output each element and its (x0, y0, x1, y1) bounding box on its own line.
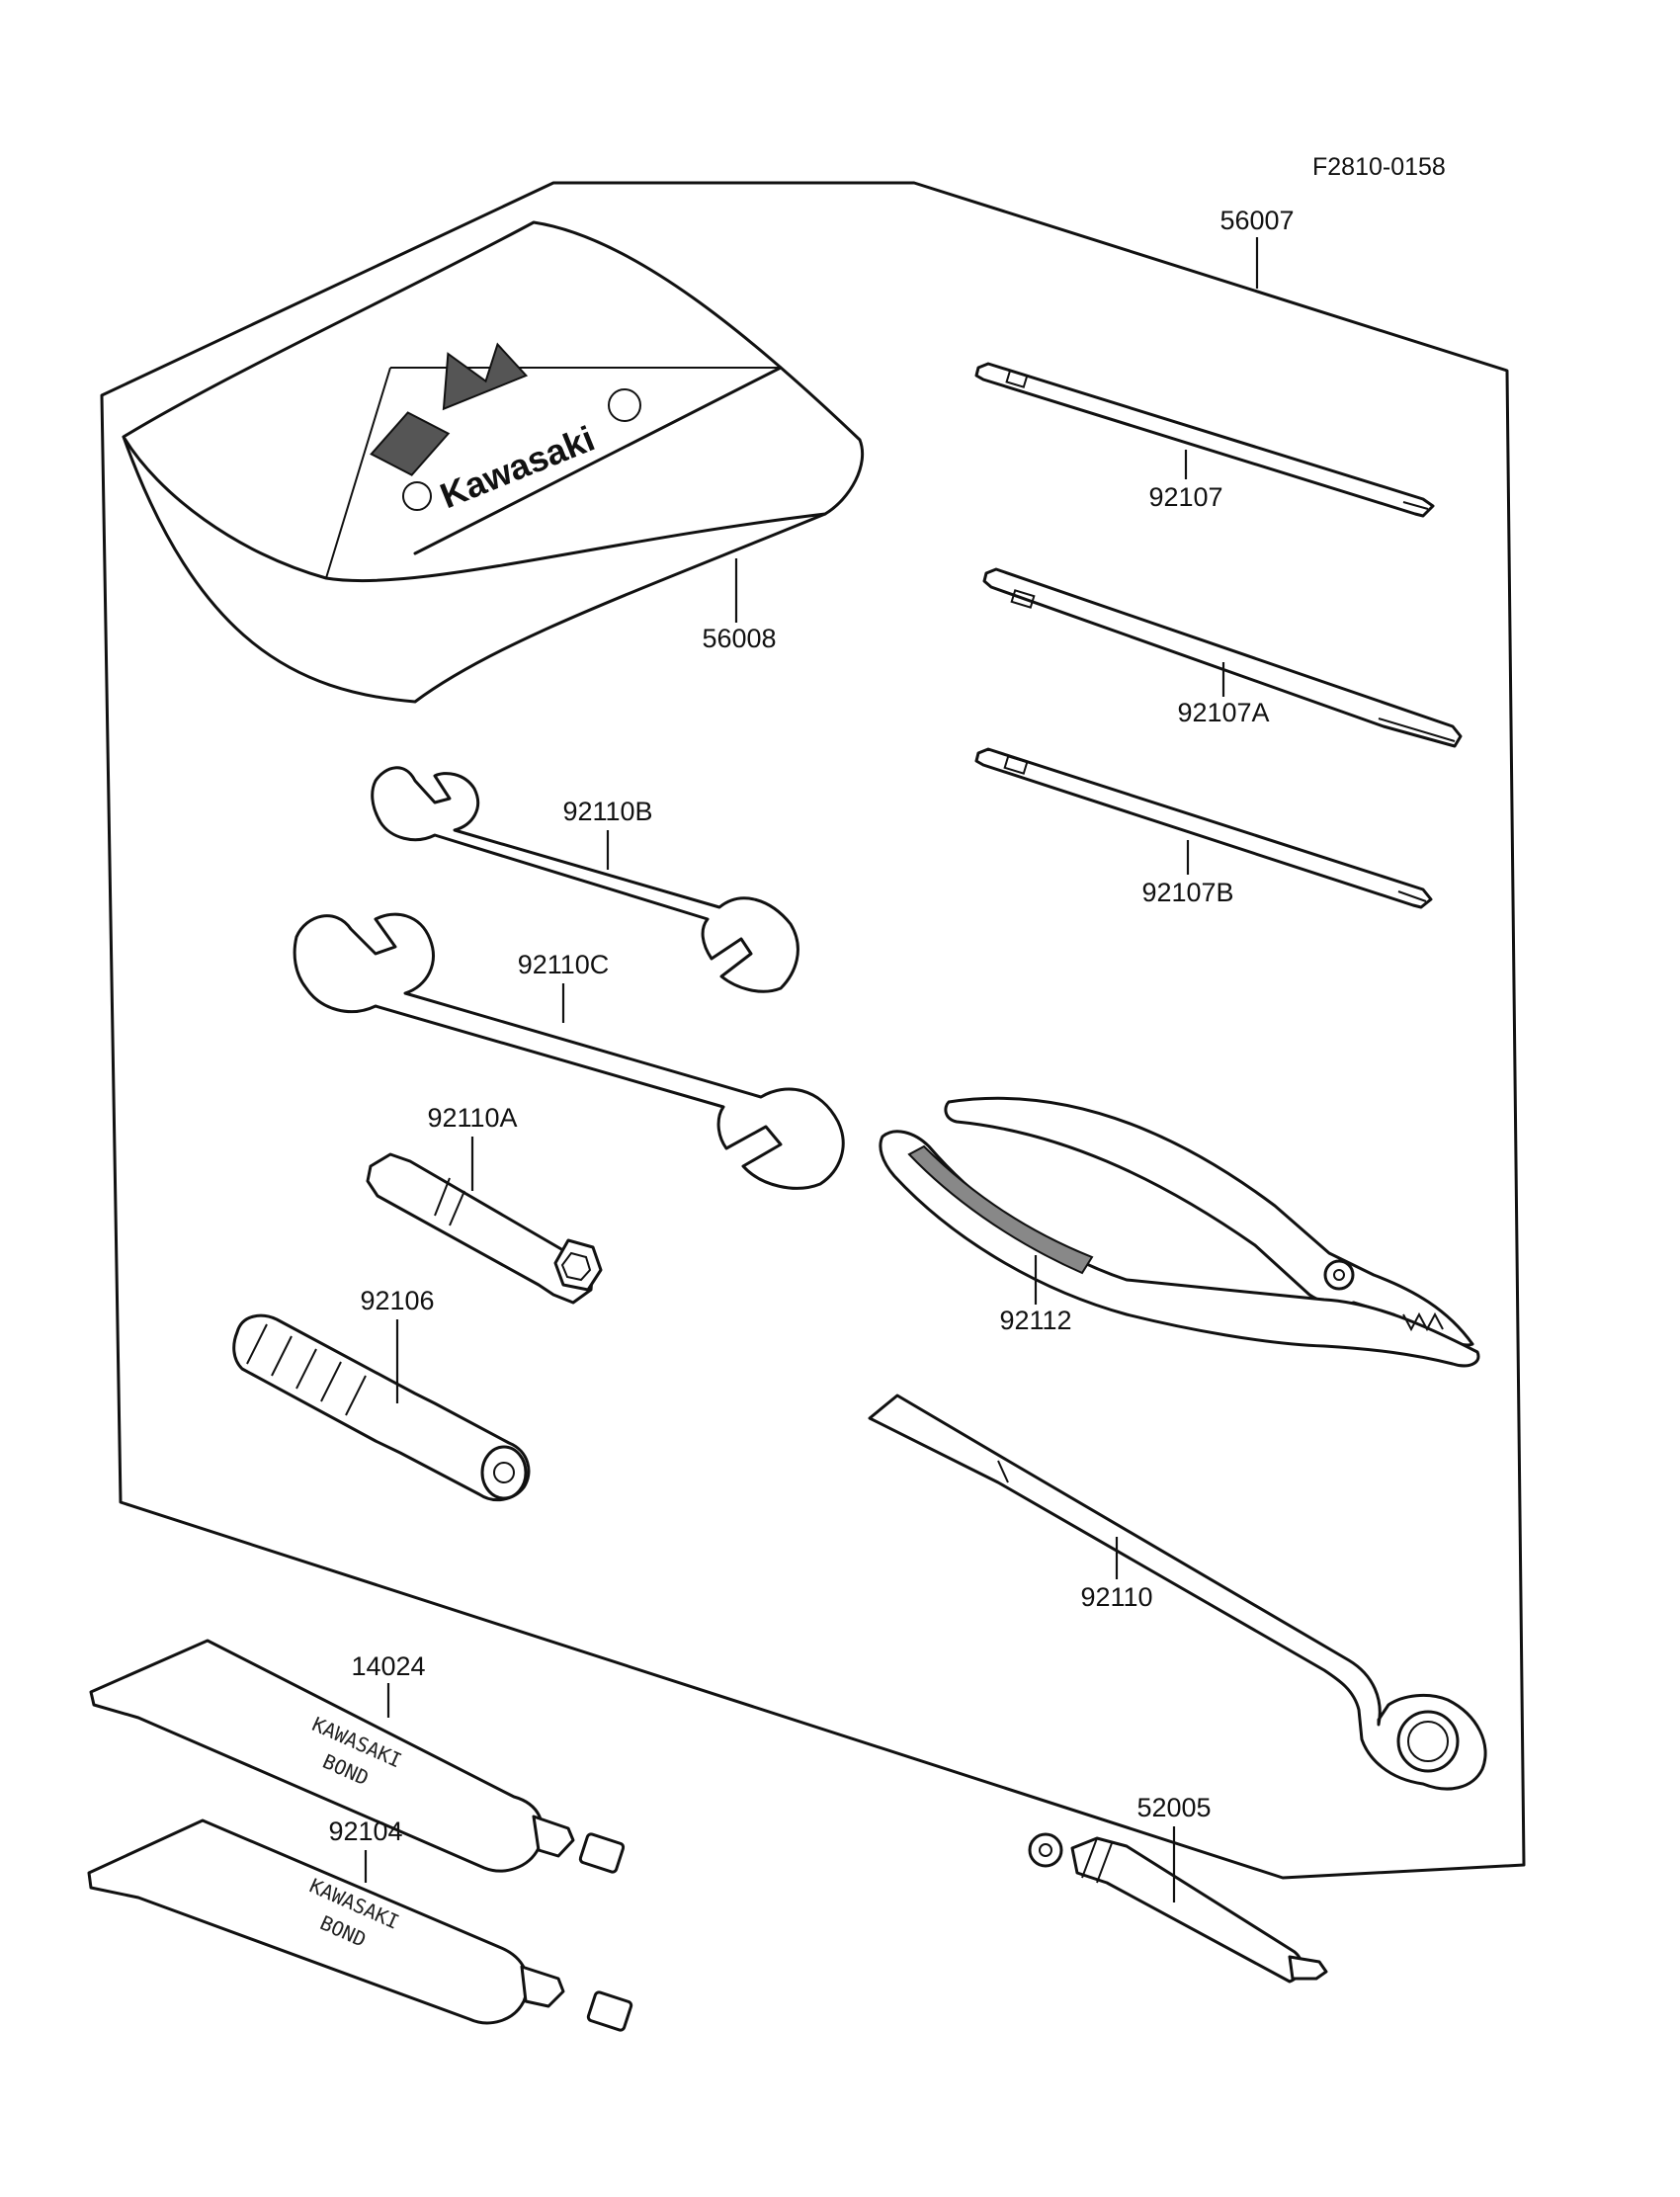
label-92106[interactable]: 92106 (360, 1286, 434, 1315)
tube-14024[interactable]: KAWASAKI BOND (89, 1639, 626, 1874)
label-92110c[interactable]: 92110C (518, 950, 610, 979)
gauge-52005[interactable] (1028, 1832, 1328, 1984)
label-92110a[interactable]: 92110A (427, 1103, 517, 1133)
screwdriver-92107[interactable] (974, 362, 1435, 518)
label-92110b[interactable]: 92110B (562, 797, 652, 826)
label-92107b[interactable]: 92107B (1141, 878, 1233, 907)
label-56008[interactable]: 56008 (702, 624, 776, 653)
label-92112[interactable]: 92112 (999, 1306, 1071, 1335)
screwdriver-92107a[interactable] (982, 567, 1463, 748)
handle-92106[interactable] (232, 1313, 531, 1502)
wrench-92110b[interactable] (371, 766, 799, 993)
tube-92104[interactable]: KAWASAKI BOND (87, 1818, 633, 2032)
plug-wrench-92110a[interactable] (366, 1152, 603, 1305)
box-wrench-92110[interactable] (868, 1394, 1487, 1791)
tool-bag[interactable]: Kawasaki (122, 220, 865, 704)
kit-part-label[interactable]: 56007 (1219, 206, 1294, 235)
label-92107[interactable]: 92107 (1148, 482, 1222, 512)
label-52005[interactable]: 52005 (1136, 1793, 1211, 1822)
drawing-code: F2810-0158 (1312, 153, 1446, 181)
kit-boundary (100, 181, 1526, 1880)
label-14024[interactable]: 14024 (351, 1651, 425, 1681)
label-92104[interactable]: 92104 (328, 1817, 402, 1846)
pliers-92112[interactable] (879, 1096, 1480, 1368)
screwdriver-92107b[interactable] (974, 747, 1433, 909)
label-92107a[interactable]: 92107A (1177, 698, 1269, 727)
label-92110[interactable]: 92110 (1080, 1582, 1152, 1612)
wrench-92110c[interactable] (293, 912, 845, 1190)
